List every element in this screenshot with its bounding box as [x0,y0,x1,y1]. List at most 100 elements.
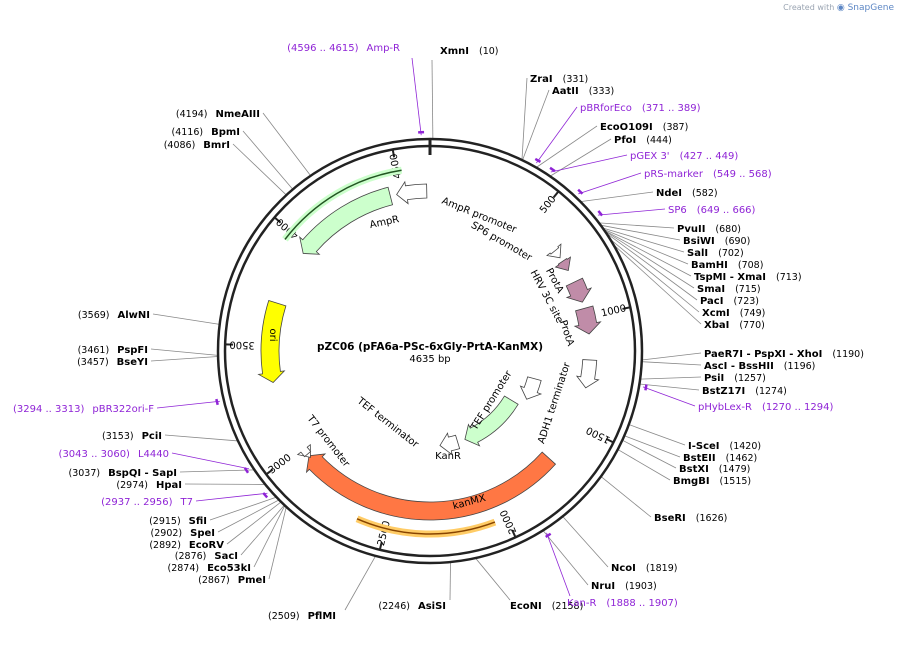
enzyme-pos-aatii: (333) [589,86,615,97]
primer-mark-l4440 [243,467,250,474]
enzyme-pos-bstz17i: (1274) [755,386,787,397]
enzyme-sali: SalI(702) [687,248,744,259]
primer-range-sp6: (649 .. 666) [697,205,756,216]
primer-pgex-3: pGEX 3'(427 .. 449) [630,151,738,162]
enzyme-name-spei: SpeI [190,528,215,539]
kanmx-band-line [356,518,496,535]
feature-prota-2 [573,305,602,335]
leader-pmei [268,506,287,580]
enzyme-name-econi: EcoNI [510,601,542,612]
enzyme-pos-nmeaiii: (4194) [176,109,208,120]
enzyme-name-pflmi: PflMI [308,611,336,622]
tick-label-3500: 3500 [229,339,255,351]
enzyme-pos-asisi: (2246) [378,601,410,612]
leader-eco53ki [253,505,286,568]
enzyme-paer7i-pspxi-xhoi: PaeR7I - PspXI - XhoI(1190) [704,349,864,360]
enzyme-tspmi-xmai: TspMI - XmaI(713) [694,272,802,283]
tick-label-3000: 3000 [267,452,294,476]
tick-1000 [622,306,631,310]
enzyme-name-saci: SacI [214,551,238,562]
feature-tef-promoter [519,376,543,400]
enzyme-name-bmri: BmrI [203,140,230,151]
enzyme-name-xcmi: XcmI [702,308,730,319]
feature-prota-1 [565,277,593,303]
tick-4000 [273,216,282,224]
enzyme-saci: SacI (2876) [175,551,238,562]
leader-lines [150,57,702,611]
feature-ampr-promoter [396,180,428,205]
tick-label-500: 500 [538,194,559,216]
enzyme-pos-bseyi: (3457) [77,357,109,368]
snapgene-logo: ◉ SnapGene [836,3,894,13]
enzyme-hpai: HpaI(2974) [116,480,182,491]
enzyme-pos-ncoi: (1819) [646,563,678,574]
enzyme-pos-pmei: (2867) [198,575,230,586]
enzyme-aatii: AatII(333) [552,86,614,97]
leader-paer7i-pspxi-xhoi [641,352,702,361]
enzyme-bstz17i: BstZ17I(1274) [702,386,787,397]
tick-label-1000: 1000 [600,303,627,319]
leader-paci [605,232,698,301]
feature-kanr [464,395,519,447]
leader-xmni [431,59,434,140]
enzyme-pos-ecorv: (2892) [149,540,181,551]
enzyme-name-pspfi: PspFI [117,345,148,356]
primer-range-kan-r: (1888 .. 1907) [606,598,678,609]
primer-kan-r: Kan-R(1888 .. 1907) [567,598,678,609]
enzyme-pos-bseri: (1626) [696,513,728,524]
leader-i-scei [628,424,686,446]
enzyme-name-smai: SmaI [697,284,725,295]
leader-alwni [152,313,220,325]
primer-name-pbrforeco: pBRforEco [580,103,632,114]
enzyme-econi: EcoNI(2158) [510,601,583,612]
enzyme-eco53ki: Eco53kI(2874) [167,563,251,574]
primer-range-phyblex-r: (1270 .. 1294) [762,402,834,413]
feature-sp6-promoter [546,243,562,259]
feature-t7-promoter [296,443,312,458]
enzyme-name-tspmi-xmai: TspMI - XmaI [694,272,766,283]
leader-bseyi [150,356,219,362]
leader-pvuii [598,222,675,229]
enzyme-pos-xcmi: (749) [740,308,766,319]
enzyme-bsiwi: BsiWI(690) [683,236,750,247]
enzyme-pos-xbai: (770) [739,320,765,331]
enzyme-pos-ndei: (582) [692,188,718,199]
feature-hrv-3c-site [554,256,572,272]
primer-name-pbr322ori-f: pBR322ori-F [92,404,154,415]
leader-amp-r [411,57,422,136]
primer-mark-sp6 [597,210,604,217]
primer-range-pbrforeco: (371 .. 389) [642,103,701,114]
enzyme-name-bsiwi: BsiWI [683,236,715,247]
leader-bspqi-sapi [179,469,255,473]
tick-2500 [378,541,383,551]
leader-bpmi [242,130,294,190]
enzyme-bstxi: BstXI(1479) [679,464,750,475]
leader-saci [240,504,285,556]
enzyme-nrui: NruI(1903) [591,581,657,592]
enzyme-name-asisi: AsiSI [418,601,446,612]
leader-t7 [195,492,268,502]
primer-name-pgex-3: pGEX 3' [630,151,670,162]
enzyme-name-pcii: PciI [142,431,162,442]
enzyme-name-ncoi: NcoI [611,563,636,574]
leader-aatii [522,89,550,161]
enzyme-name-psii: PsiI [704,373,724,384]
feature-label-kanr: KanR [435,451,461,462]
enzyme-psii: PsiI(1257) [704,373,766,384]
feature-tef-terminator [439,432,461,456]
enzyme-pos-pcii: (3153) [102,431,134,442]
leader-sp6 [597,208,666,216]
feature-ampr [299,186,394,255]
feature-ori [257,300,287,384]
enzyme-name-bseri: BseRI [654,513,686,524]
primer-range-l4440: (3043 .. 3060) [59,449,131,460]
primer-prs-marker: pRS-marker(549 .. 568) [644,169,772,180]
enzyme-ecorv: EcoRV(2892) [149,540,224,551]
enzyme-name-sali: SalI [687,248,708,259]
enzyme-pos-saci: (2876) [175,551,207,562]
leader-smai [604,230,695,289]
leader-ecorv [226,501,282,545]
enzyme-name-bamhi: BamHI [691,260,728,271]
primer-phyblex-r: pHybLex-R(1270 .. 1294) [698,402,833,413]
primer-sp6: SP6(649 .. 666) [668,205,756,216]
